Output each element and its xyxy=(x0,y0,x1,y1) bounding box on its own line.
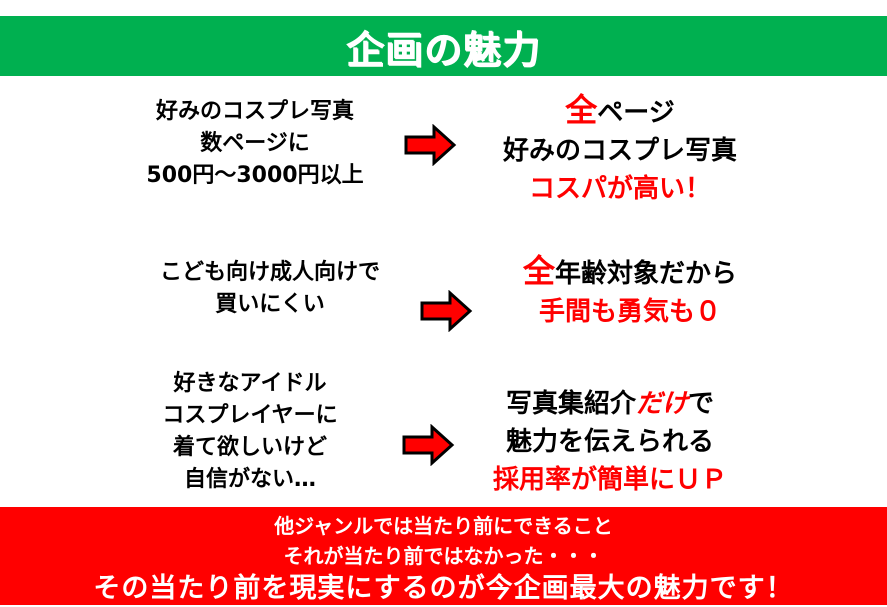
accent-text: だけ xyxy=(635,389,688,419)
solution-line: 全ページ xyxy=(465,91,775,132)
row3-problem: 好きなアイドル コスプレイヤーに 着て欲しいけど 自信がない… xyxy=(110,368,390,496)
right-arrow-icon xyxy=(420,290,473,332)
problem-line: コスプレイヤーに xyxy=(162,403,338,428)
solution-line: 全年齢対象だから xyxy=(480,252,780,293)
accent-text: 全 xyxy=(522,252,555,290)
problem-line: 自信がない… xyxy=(183,467,316,492)
row3-solution: 写真集紹介だけで 魅力を伝えられる 採用率が簡単にＵＰ xyxy=(455,385,765,499)
title-banner: 企画の魅力 xyxy=(0,16,887,76)
solution-highlight: コスパが高い！ xyxy=(528,174,711,204)
right-arrow-icon xyxy=(402,424,455,466)
problem-line: 好きなアイドル xyxy=(173,371,327,396)
solution-highlight: 手間も勇気も０ xyxy=(538,297,721,327)
page-title: 企画の魅力 xyxy=(345,27,541,72)
conclusion-headline: その当たり前を現実にするのが今企画最大の魅力です！ xyxy=(93,573,794,604)
solution-line: 写真集紹介だけで xyxy=(455,385,765,423)
problem-line: 500円〜3000円以上 xyxy=(146,163,364,188)
solution-highlight: 採用率が簡単にＵＰ xyxy=(492,465,727,495)
problem-line: 買いにくい xyxy=(215,292,325,317)
solution-text: 年齢対象だから xyxy=(555,259,738,289)
row1-solution: 全ページ 好みのコスプレ写真 コスパが高い！ xyxy=(465,91,775,208)
solution-text: 写真集紹介 xyxy=(505,389,636,419)
solution-line: 魅力を伝えられる xyxy=(505,427,714,457)
solution-text: で xyxy=(688,389,715,419)
problem-line: こども向け成人向けで xyxy=(159,260,380,285)
row2-solution: 全年齢対象だから 手間も勇気も０ xyxy=(480,252,780,331)
problem-line: 着て欲しいけど xyxy=(172,435,327,460)
conclusion-line: それが当たり前ではなかった・・・ xyxy=(283,544,604,568)
problem-line: 好みのコスプレ写真 xyxy=(155,99,354,124)
row1-problem: 好みのコスプレ写真 数ページに 500円〜3000円以上 xyxy=(115,96,395,192)
row2-problem: こども向け成人向けで 買いにくい xyxy=(115,257,425,321)
accent-text: 全 xyxy=(565,91,598,129)
conclusion-line: 他ジャンルでは当たり前にできること xyxy=(274,514,613,538)
solution-line: 好みのコスプレ写真 xyxy=(502,136,737,166)
conclusion-banner: 他ジャンルでは当たり前にできること それが当たり前ではなかった・・・ その当たり… xyxy=(0,507,887,605)
solution-text: ページ xyxy=(597,98,675,128)
problem-line: 数ページに xyxy=(200,131,310,156)
right-arrow-icon xyxy=(404,124,457,166)
